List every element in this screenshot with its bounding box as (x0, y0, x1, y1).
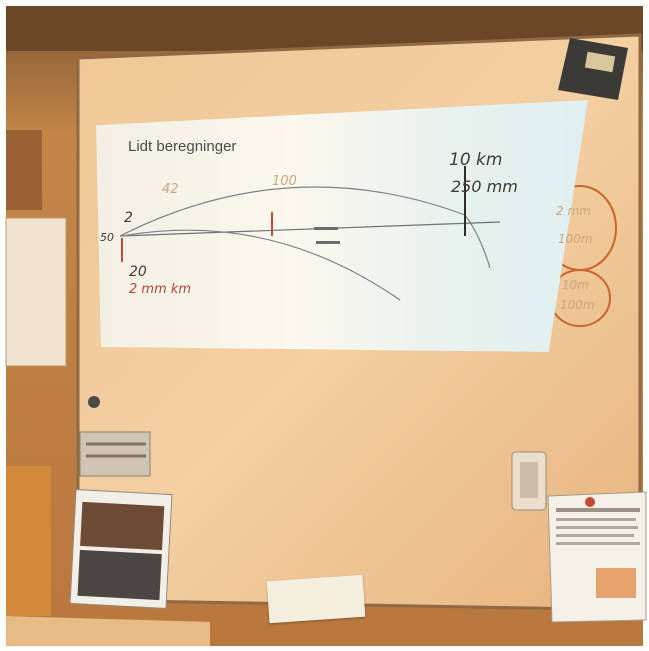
left-paper-board (5, 217, 67, 367)
desk (6, 616, 210, 646)
annotation-2mm-km: 2 mm km (129, 282, 192, 297)
circle-note-1-top: 2 mm (556, 204, 591, 218)
circle-note-2-top: 10m (562, 278, 589, 292)
circle-note-1-bottom: 100m (558, 232, 593, 246)
marker-holder (79, 431, 151, 477)
magnet (88, 396, 100, 408)
circle-note-2-bottom: 100m (560, 298, 595, 312)
card-magnet (558, 38, 628, 100)
annotation-250mm: 250 mm (451, 177, 518, 196)
cardboard-box (6, 466, 51, 616)
annotation-20: 20 (129, 264, 147, 280)
straight-line (119, 221, 501, 237)
annotation-100: 100 (272, 174, 297, 189)
wall-panel (6, 130, 42, 210)
annotation-2: 2 (124, 210, 133, 226)
projected-slide (96, 100, 588, 352)
curve-arc (119, 186, 466, 237)
sticky-note (266, 574, 366, 624)
annotation-50: 50 (100, 231, 114, 244)
slide-title: Lidt beregninger (128, 138, 237, 155)
annotation-42: 42 (162, 182, 179, 197)
annotation-10km: 10 km (449, 150, 503, 170)
descending-curve (121, 229, 401, 301)
